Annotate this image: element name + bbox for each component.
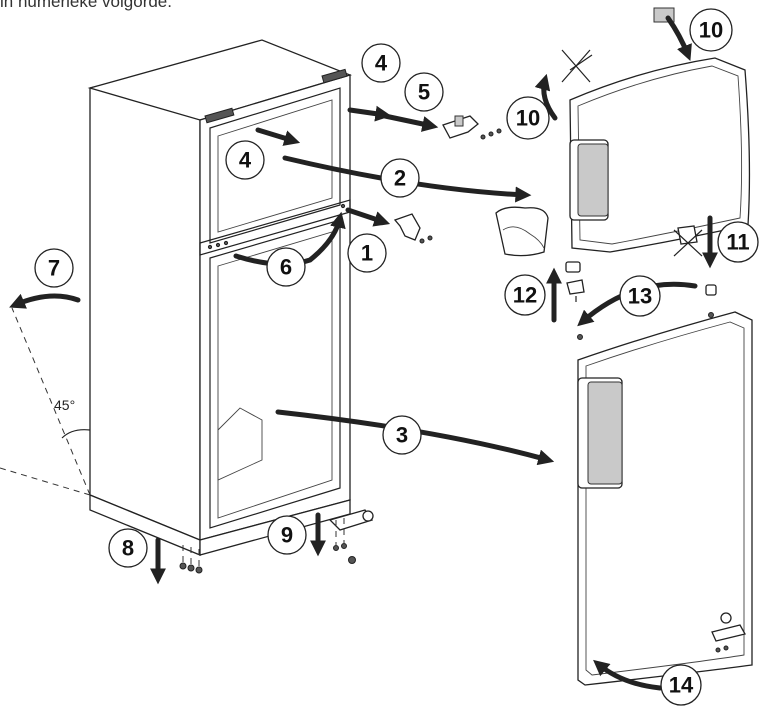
fridge-door [577,311,753,686]
step-3-label: 3 [396,423,408,448]
step-callouts: 1 2 3 4 4 5 6 7 8 9 10 10 11 12 13 14 [34,8,759,706]
step-7-callout: 7 [34,248,74,288]
step-14-callout: 14 [660,664,702,706]
tilt-guide: 45° [0,307,91,496]
step-4-label-top: 4 [375,51,388,76]
step-6-callout: 6 [266,247,306,287]
step-13-callout: 13 [619,275,661,317]
step-10-label-left: 10 [516,106,540,131]
step-4-label-freezer: 4 [239,148,252,173]
step-9-label: 9 [281,523,293,548]
step-14-label: 14 [669,673,694,698]
step-13-label: 13 [628,284,652,309]
step-5-callout: 5 [404,72,444,112]
step-10-label-top: 10 [699,18,723,43]
step-9-callout: 9 [267,515,307,555]
step-1-label: 1 [361,241,373,266]
step-11-callout: 11 [717,221,759,263]
step-12-callout: 12 [504,274,546,316]
step-11-label: 11 [726,230,749,255]
step-1-callout: 1 [347,233,387,273]
step-10-callout-top: 10 [689,8,733,52]
step-5-label: 5 [418,80,430,105]
step-4-callout-freezer: 4 [225,140,265,180]
step-8-label: 8 [122,536,134,561]
hardware-parts [179,7,746,653]
instruction-caption: in numerieke volgorde. [0,0,172,11]
step-2-label: 2 [394,166,406,191]
step-3-callout: 3 [382,415,422,455]
step-2-callout: 2 [380,158,420,198]
step-7-label: 7 [48,256,60,281]
step-10-callout-left: 10 [506,96,550,140]
freezer-door [569,57,751,253]
step-4-callout-top: 4 [361,43,401,83]
angle-label: 45° [54,397,75,413]
step-8-callout: 8 [108,528,148,568]
fridge-cabinet [87,39,352,556]
step-6-label: 6 [280,255,292,280]
step-12-label: 12 [513,283,537,308]
